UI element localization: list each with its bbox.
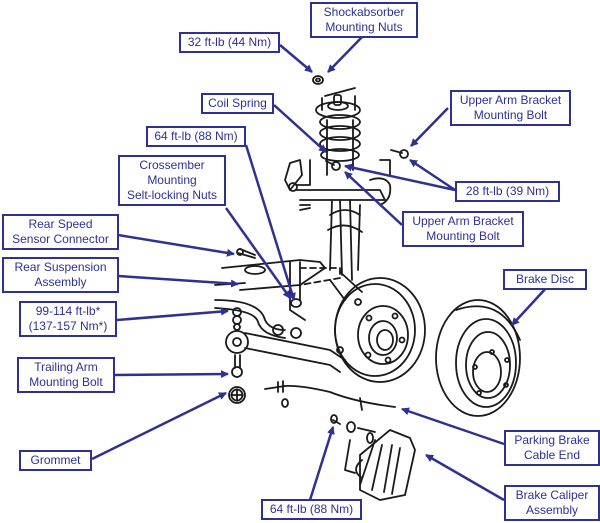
leader-parking-cable: [401, 407, 505, 446]
leader-shock-nuts: [327, 35, 364, 73]
label-torque-64-top: 64 ft-lb (88 Nm): [146, 126, 246, 147]
label-line: 64 ft-lb (88 Nm): [269, 502, 354, 516]
label-torque-99-114: 99-114 ft-lb* (137-157 Nm*): [19, 301, 117, 337]
label-line: Mounting Bolt: [426, 229, 500, 243]
leader-grommet: [91, 391, 227, 461]
leader-trailing-arm: [113, 370, 229, 379]
leader-rear-suspension: [117, 274, 239, 288]
label-line: Mounting Bolt: [473, 108, 548, 122]
label-parking-brake-cable-end: Parking Brake Cable End: [504, 430, 600, 466]
leader-torque-64-bottom: [308, 426, 335, 501]
label-upper-arm-bracket-bolt-lower: Upper Arm Bracket Mounting Bolt: [402, 211, 524, 247]
label-trailing-arm-bolt: Trailing Arm Mounting Bolt: [17, 357, 115, 393]
leader-torque-64-top: [244, 144, 296, 301]
brake-disc: [435, 299, 521, 417]
leader-torque-28-b: [409, 158, 456, 192]
caliper-bolt: [330, 414, 376, 433]
label-line: Upper Arm Bracket: [459, 93, 562, 107]
label-line: Selt-locking Nuts: [126, 188, 218, 202]
label-grommet: Grommet: [19, 450, 92, 471]
label-line: Upper Arm Bracket: [412, 214, 514, 228]
label-brake-disc: Brake Disc: [503, 269, 587, 290]
leader-brake-disc: [511, 285, 549, 326]
label-line: 99-114 ft-lb*: [35, 304, 101, 318]
label-line: Assembly: [34, 275, 87, 289]
label-crossmember-nuts: Crossember Mounting Selt-locking Nuts: [118, 155, 226, 206]
label-line: Sensor Connector: [12, 232, 109, 246]
coil-spring: [315, 87, 361, 176]
label-line: Assembly: [525, 503, 578, 517]
label-upper-arm-bracket-bolt-right: Upper Arm Bracket Mounting Bolt: [450, 90, 571, 126]
upper-arm-bolt-right: [390, 149, 409, 159]
label-line: 64 ft-lb (88 Nm): [154, 129, 238, 143]
label-line: Coil Spring: [208, 96, 267, 110]
leader-speed-sensor: [117, 233, 235, 257]
speed-sensor-connector: [236, 248, 256, 259]
label-line: Mounting Nuts: [325, 20, 403, 34]
parking-brake-cable: [264, 380, 396, 411]
label-line: Cable End: [523, 448, 581, 462]
label-torque-64-bottom: 64 ft-lb (88 Nm): [261, 499, 362, 520]
upper-arm-bolt-left: [325, 160, 341, 171]
shock-mounting-nut: [312, 75, 324, 85]
label-line: Mounting Bolt: [29, 375, 103, 389]
label-line: Shockabsorber: [323, 5, 405, 19]
label-line: Grommet: [30, 453, 81, 467]
label-torque-28: 28 ft-lb (39 Nm): [455, 181, 560, 202]
crossmember-nut: [290, 298, 302, 308]
label-line: Trailing Arm: [34, 360, 98, 374]
label-line: Parking Brake: [514, 433, 590, 447]
rear-hub: [329, 271, 426, 383]
label-coil-spring: Coil Spring: [201, 93, 274, 114]
label-line: Rear Suspension: [14, 260, 107, 274]
upper-arm-bracket: [284, 159, 392, 211]
label-line: Rear Speed: [28, 217, 93, 231]
label-rear-suspension-assembly: Rear Suspension Assembly: [2, 257, 119, 293]
label-torque-32: 32 ft-lb (44 Nm): [179, 32, 280, 53]
label-line: Mounting: [147, 173, 197, 187]
label-rear-speed-sensor: Rear Speed Sensor Connector: [2, 214, 119, 250]
leader-upper-bolt-lower: [344, 171, 403, 226]
knuckle-column: [327, 199, 363, 281]
grommet: [228, 386, 246, 404]
label-line: Brake Caliper: [515, 488, 589, 502]
label-line: 32 ft-lb (44 Nm): [187, 35, 272, 49]
leader-torque-99: [116, 307, 229, 322]
label-brake-caliper-assembly: Brake Caliper Assembly: [504, 485, 600, 521]
leader-torque-28-a: [344, 163, 456, 192]
brake-caliper: [344, 429, 416, 501]
leader-upper-bolt-right: [410, 107, 449, 147]
label-line: Crossember: [139, 158, 205, 172]
leader-brake-caliper: [425, 453, 505, 502]
label-line: Brake Disc: [515, 272, 574, 286]
leader-coil-spring: [273, 104, 327, 153]
label-shockabsorber-mounting-nuts: Shockabsorber Mounting Nuts: [310, 2, 418, 38]
trailing-arm: [225, 307, 346, 378]
leader-torque-32: [279, 44, 313, 73]
label-line: (137-157 Nm*): [28, 319, 108, 333]
label-line: 28 ft-lb (39 Nm): [465, 184, 550, 198]
leader-crossmember: [224, 207, 292, 299]
